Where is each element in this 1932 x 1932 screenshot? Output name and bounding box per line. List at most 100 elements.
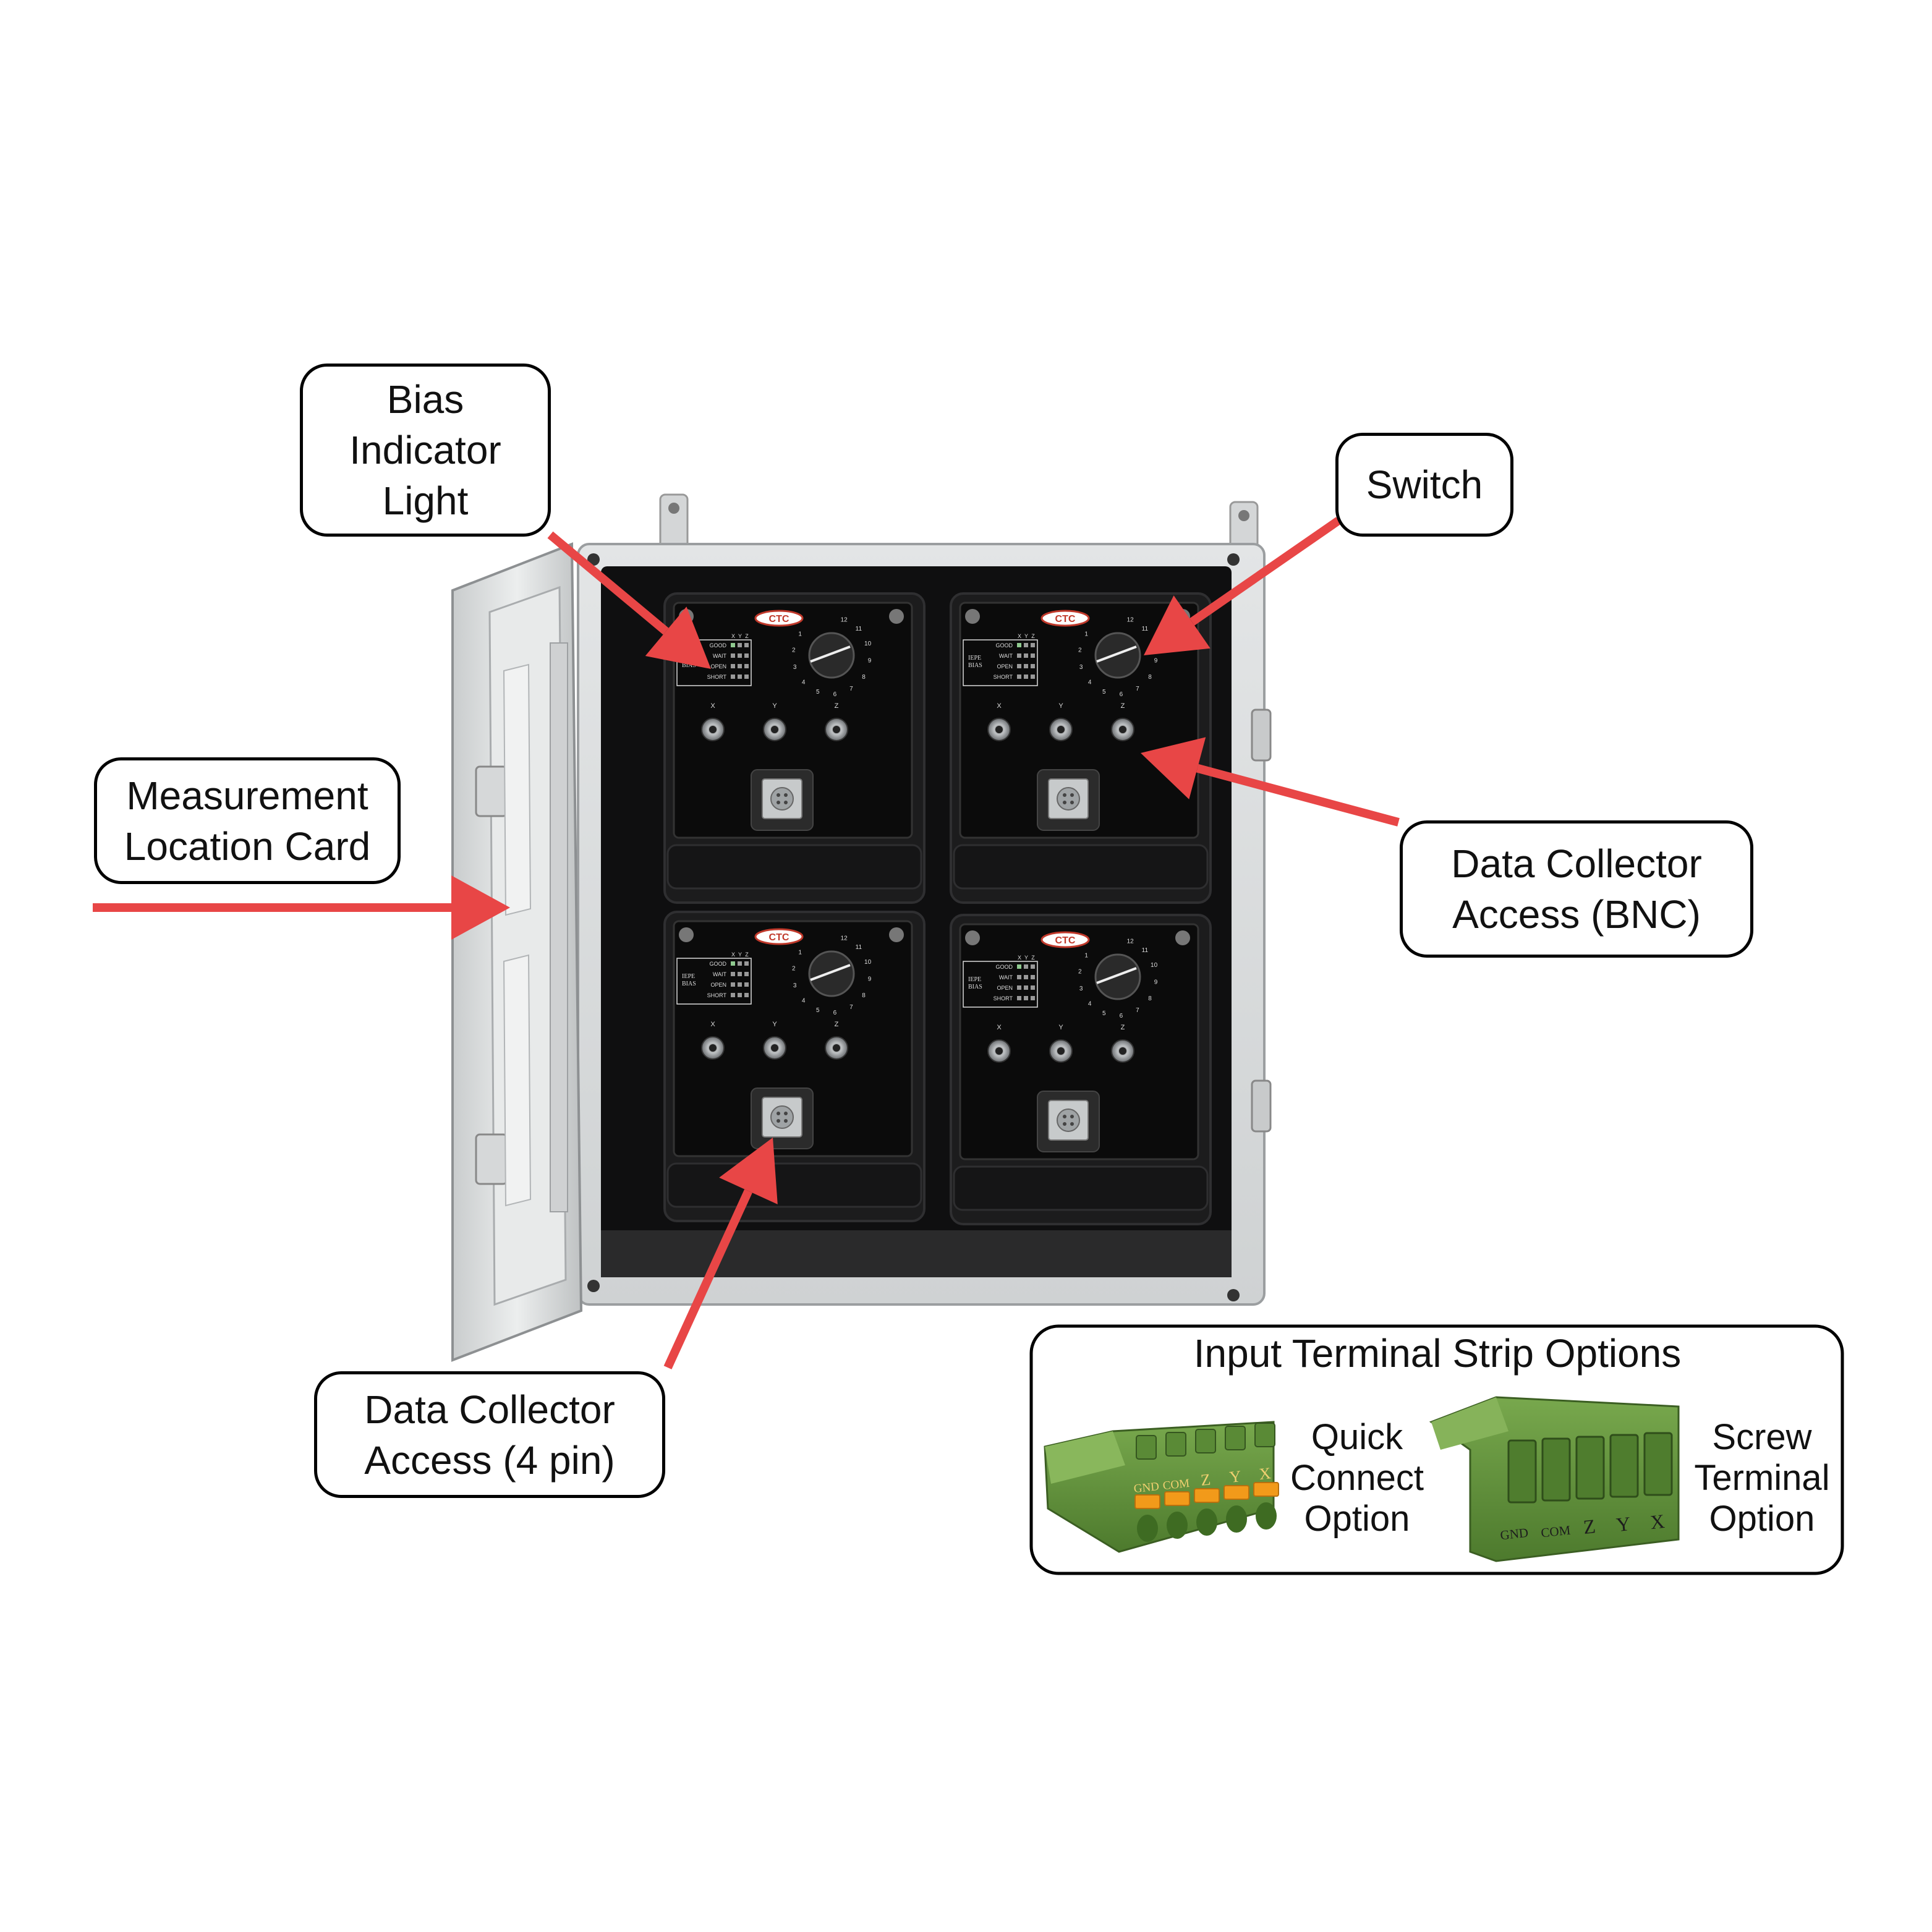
rotary-switch[interactable] — [808, 950, 855, 997]
screw-terminal-slot — [1507, 1439, 1537, 1504]
bias-indicator-light — [1017, 674, 1021, 679]
quick-connect-pin-label: Y — [1228, 1467, 1242, 1486]
dial-number: 8 — [1148, 674, 1152, 681]
bias-column-label: Z — [745, 633, 749, 639]
quick-connect-pin-label: COM — [1162, 1477, 1190, 1492]
bias-row-label: GOOD — [709, 642, 726, 649]
measurement-card-callout: Measurement Location Card — [94, 757, 401, 884]
quick-connect-pin-label: GND — [1133, 1480, 1160, 1496]
dial-number: 5 — [1102, 1010, 1106, 1017]
dial-number: 2 — [1078, 647, 1082, 653]
dial-number: 9 — [868, 976, 872, 983]
ctc-logo: CTC — [769, 932, 789, 943]
bias-column-label: Y — [1024, 633, 1028, 639]
bias-row-label: SHORT — [707, 674, 727, 680]
bias-title: IEPE — [968, 976, 981, 983]
modules: CTCIEPEBIASXYZGOODWAITOPENSHORT123456789… — [663, 592, 1212, 1225]
bias-indicator-light — [731, 982, 735, 987]
bias-indicator-light — [1031, 996, 1035, 1000]
quick-connect-release — [1253, 1482, 1279, 1497]
quick-connect-pin-label: Z — [1200, 1470, 1212, 1489]
rotary-switch[interactable] — [808, 632, 855, 679]
bias-indicator-light — [1031, 985, 1035, 990]
quick-connect-slot — [1254, 1423, 1275, 1447]
bias-title: IEPE — [968, 655, 981, 662]
rotary-switch[interactable] — [1094, 632, 1141, 679]
bias-row-label: OPEN — [997, 985, 1013, 991]
sensor-module: CTCIEPEBIASXYZGOODWAITOPENSHORT123456789… — [663, 592, 926, 904]
bias-row-label: WAIT — [713, 971, 727, 977]
bias-indicator-label: Bias Indicator Light — [349, 377, 501, 523]
dial-number: 1 — [1084, 631, 1088, 637]
bias-indicator-light — [731, 674, 735, 679]
terminal-options-title: Input Terminal Strip Options — [1193, 1331, 1682, 1376]
rotary-switch[interactable] — [1094, 953, 1141, 1000]
dial-number: 8 — [1148, 995, 1152, 1002]
dial-number: 6 — [1120, 691, 1123, 698]
bias-row-label: WAIT — [999, 653, 1013, 659]
dial-number: 11 — [1142, 947, 1149, 954]
screw-terminal-pin-label: X — [1649, 1510, 1666, 1533]
bias-indicator-light — [1024, 964, 1028, 969]
bias-indicator-light — [1024, 985, 1028, 990]
dial-number: 8 — [862, 992, 866, 999]
bias-column-label: X — [731, 633, 735, 639]
dial-number: 4 — [1088, 679, 1092, 686]
dial-number: 11 — [856, 944, 862, 951]
bias-row-label: OPEN — [997, 663, 1013, 670]
bias-title: BIAS — [968, 984, 982, 990]
quick-connect-release — [1164, 1491, 1190, 1506]
dial-number: 4 — [802, 679, 806, 686]
dial-number: 12 — [841, 935, 848, 942]
dial-number: 11 — [856, 626, 862, 632]
bias-indicator-light — [731, 664, 735, 668]
bias-row-label: SHORT — [994, 995, 1013, 1002]
switch-label: Switch — [1366, 462, 1483, 507]
quick-connect-hole — [1256, 1502, 1277, 1530]
bias-indicator-light — [1024, 975, 1028, 979]
quick-connect-hole — [1226, 1505, 1247, 1533]
bias-row-label: SHORT — [707, 992, 727, 998]
dial-number: 9 — [1154, 658, 1158, 665]
switch-callout: Switch — [1335, 433, 1513, 537]
quick-connect-hole — [1137, 1515, 1158, 1542]
screw-terminal-pin-label: GND — [1499, 1525, 1529, 1543]
dial-number: 12 — [1127, 616, 1134, 623]
bnc-label: Y — [772, 702, 777, 710]
bias-row-label: SHORT — [994, 674, 1013, 680]
bias-column-label: X — [731, 951, 735, 958]
bnc-access-label: Data Collector Access (BNC) — [1451, 841, 1702, 937]
dial-number: 5 — [816, 1007, 820, 1014]
dial-number: 6 — [833, 1010, 837, 1016]
bnc-label: Z — [1121, 702, 1125, 710]
pin-access-callout: Data Collector Access (4 pin) — [314, 1371, 665, 1498]
dial-number: 4 — [1088, 1000, 1092, 1007]
bias-indicator-light — [1024, 664, 1028, 668]
dial-number: 10 — [1151, 962, 1158, 969]
ctc-logo: CTC — [1055, 614, 1076, 624]
bias-indicator-light — [738, 982, 742, 987]
enclosure-door — [451, 542, 583, 1362]
bias-row-label: WAIT — [713, 653, 727, 659]
arrows — [93, 517, 1400, 1369]
dial-number: 7 — [849, 1004, 853, 1011]
bias-indicator-light — [1017, 643, 1021, 647]
measurement-card-arrow — [93, 875, 510, 940]
bias-indicator-light — [738, 961, 742, 966]
bias-indicator-light — [1031, 643, 1035, 647]
bnc-label: Y — [772, 1021, 777, 1028]
quick-connect-hole — [1167, 1512, 1188, 1539]
bias-indicator-light — [731, 643, 735, 647]
dial-number: 3 — [793, 664, 797, 671]
measurement-location-card — [503, 663, 532, 1207]
bias-indicator-light — [1031, 674, 1035, 679]
bias-indicator-light — [1017, 964, 1021, 969]
bias-indicator-light — [744, 982, 749, 987]
quick-connect-hole — [1196, 1509, 1217, 1536]
dial-number: 7 — [1136, 686, 1139, 692]
screw-terminal-pin-label: Z — [1582, 1515, 1596, 1538]
bnc-label: X — [997, 702, 1002, 710]
